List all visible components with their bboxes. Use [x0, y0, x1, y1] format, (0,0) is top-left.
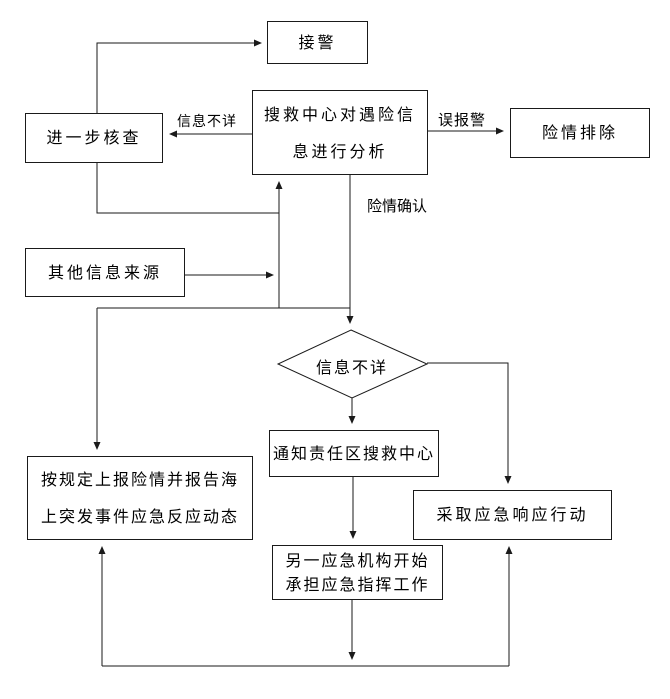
edge-label-info-unclear: 信息不详: [177, 114, 237, 130]
node-danger-cleared: 险情排除: [510, 108, 650, 158]
node-notify-rcc: 通知责任区搜救中心: [269, 430, 439, 477]
edge-label-false-alarm: 误报警: [437, 111, 486, 129]
node-another-agency: 另一应急机构开始 承担应急指挥工作: [272, 545, 443, 600]
node-other-sources-label: 其他信息来源: [47, 262, 162, 282]
node-other-sources: 其他信息来源: [25, 248, 185, 297]
node-another-agency-line1: 另一应急机构开始: [285, 550, 430, 570]
node-analysis: 搜救中心对遇险信 息进行分析: [252, 90, 428, 175]
node-report-danger-line2: 上突发事件应急反应动态: [40, 507, 239, 526]
edge-check-to-receive: [96, 39, 262, 113]
edge-decision-to-action: [427, 362, 512, 484]
node-analysis-line1: 搜救中心对遇险信: [263, 104, 416, 124]
node-report-danger: 按规定上报险情并报告海 上突发事件应急反应动态: [27, 456, 253, 540]
node-take-action: 采取应急响应行动: [413, 490, 612, 540]
node-report-danger-line1: 按规定上报险情并报告海: [40, 470, 239, 489]
node-further-check-label: 进一步核查: [46, 128, 142, 147]
node-further-check: 进一步核查: [25, 113, 163, 163]
node-decision-info-unclear: 信息不详: [315, 358, 388, 377]
node-danger-cleared-label: 险情排除: [541, 123, 618, 142]
node-another-agency-line2: 承担应急指挥工作: [285, 574, 430, 594]
decision-diamond-shape: [276, 329, 429, 399]
node-take-action-label: 采取应急响应行动: [436, 505, 589, 524]
node-receive-alarm: 接警: [267, 21, 368, 64]
edge-label-danger-confirmed: 险情确认: [367, 197, 428, 215]
edge-check-down-segment: [96, 163, 279, 214]
node-receive-alarm-label: 接警: [298, 32, 337, 52]
node-analysis-line2: 息进行分析: [292, 141, 388, 161]
node-notify-rcc-label: 通知责任区搜救中心: [272, 443, 435, 463]
